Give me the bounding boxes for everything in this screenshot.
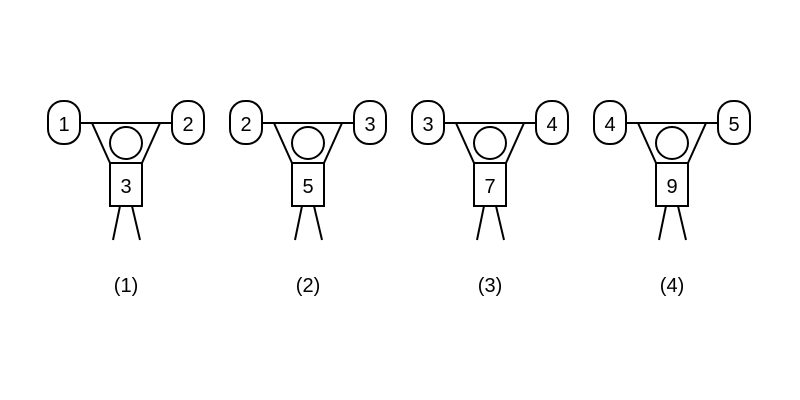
head [291,126,325,160]
right-weight-plate [353,100,387,145]
weightlifter-figure: 1 2 3 (1) [47,100,205,297]
figure-caption: (2) [296,275,320,297]
left-arm-outer [455,122,475,164]
head [109,126,143,160]
right-arm-outer [141,122,161,164]
body-number: 9 [666,176,677,198]
right-weight-plate [171,100,205,145]
right-weight-number: 3 [364,114,375,136]
left-leg [476,205,485,241]
left-weight-plate [229,100,263,145]
left-leg [658,205,667,241]
left-arm-outer [273,122,293,164]
left-weight-number: 1 [58,114,69,136]
head [655,126,689,160]
right-weight-number: 5 [728,114,739,136]
right-leg [131,205,141,241]
body-number: 7 [484,176,495,198]
torso-box [655,162,689,207]
figure-caption: (1) [114,275,138,297]
left-weight-plate [47,100,81,145]
right-leg [313,205,323,241]
weightlifter-figure: 2 3 5 (2) [229,100,387,297]
right-weight-number: 2 [182,114,193,136]
left-weight-plate [411,100,445,145]
head [473,126,507,160]
right-leg [495,205,505,241]
figure-caption: (4) [660,275,684,297]
body-number: 5 [302,176,313,198]
left-arm-outer [637,122,657,164]
right-arm-outer [687,122,707,164]
left-weight-number: 4 [604,114,615,136]
right-weight-plate [717,100,751,145]
body-number: 3 [120,176,131,198]
right-weight-plate [535,100,569,145]
left-weight-number: 2 [240,114,251,136]
torso-box [109,162,143,207]
weightlifter-figure: 3 4 7 (3) [411,100,569,297]
right-arm-outer [323,122,343,164]
left-weight-plate [593,100,627,145]
left-leg [112,205,121,241]
torso-box [473,162,507,207]
right-leg [677,205,687,241]
figure-caption: (3) [478,275,502,297]
left-leg [294,205,303,241]
left-arm-outer [91,122,111,164]
right-arm-outer [505,122,525,164]
left-weight-number: 3 [422,114,433,136]
right-weight-number: 4 [546,114,557,136]
weightlifter-figure: 4 5 9 (4) [593,100,751,297]
torso-box [291,162,325,207]
